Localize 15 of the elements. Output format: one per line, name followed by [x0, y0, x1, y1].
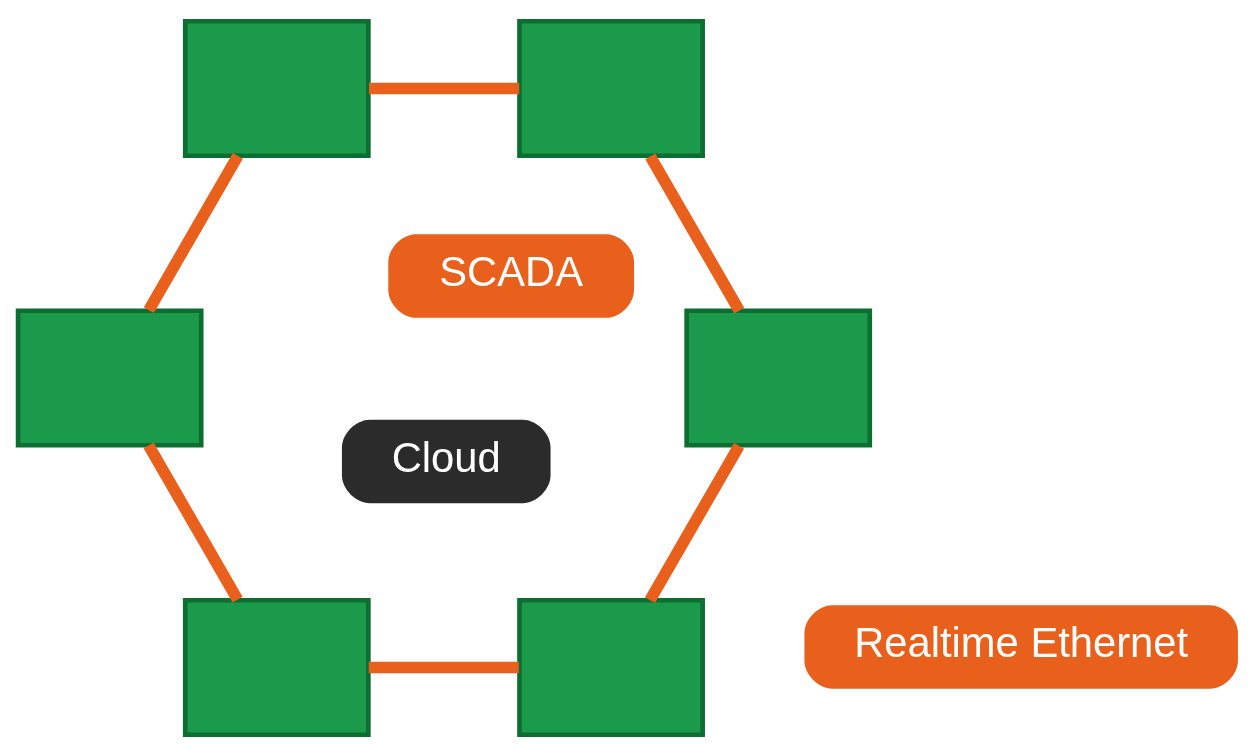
connector	[143, 442, 243, 603]
node-box	[182, 597, 371, 738]
node-box: Realtime Ethernet	[804, 605, 1238, 689]
node-box	[182, 18, 371, 159]
node-box: SCADA	[388, 234, 634, 318]
node-box	[517, 18, 705, 159]
connector	[369, 82, 520, 95]
connector	[645, 442, 745, 603]
node-box: Cloud	[341, 419, 551, 504]
node-box	[15, 308, 204, 448]
node-box	[517, 597, 705, 738]
connector	[143, 153, 243, 314]
connector	[368, 661, 519, 674]
node-box	[684, 308, 873, 448]
connector	[645, 153, 745, 314]
